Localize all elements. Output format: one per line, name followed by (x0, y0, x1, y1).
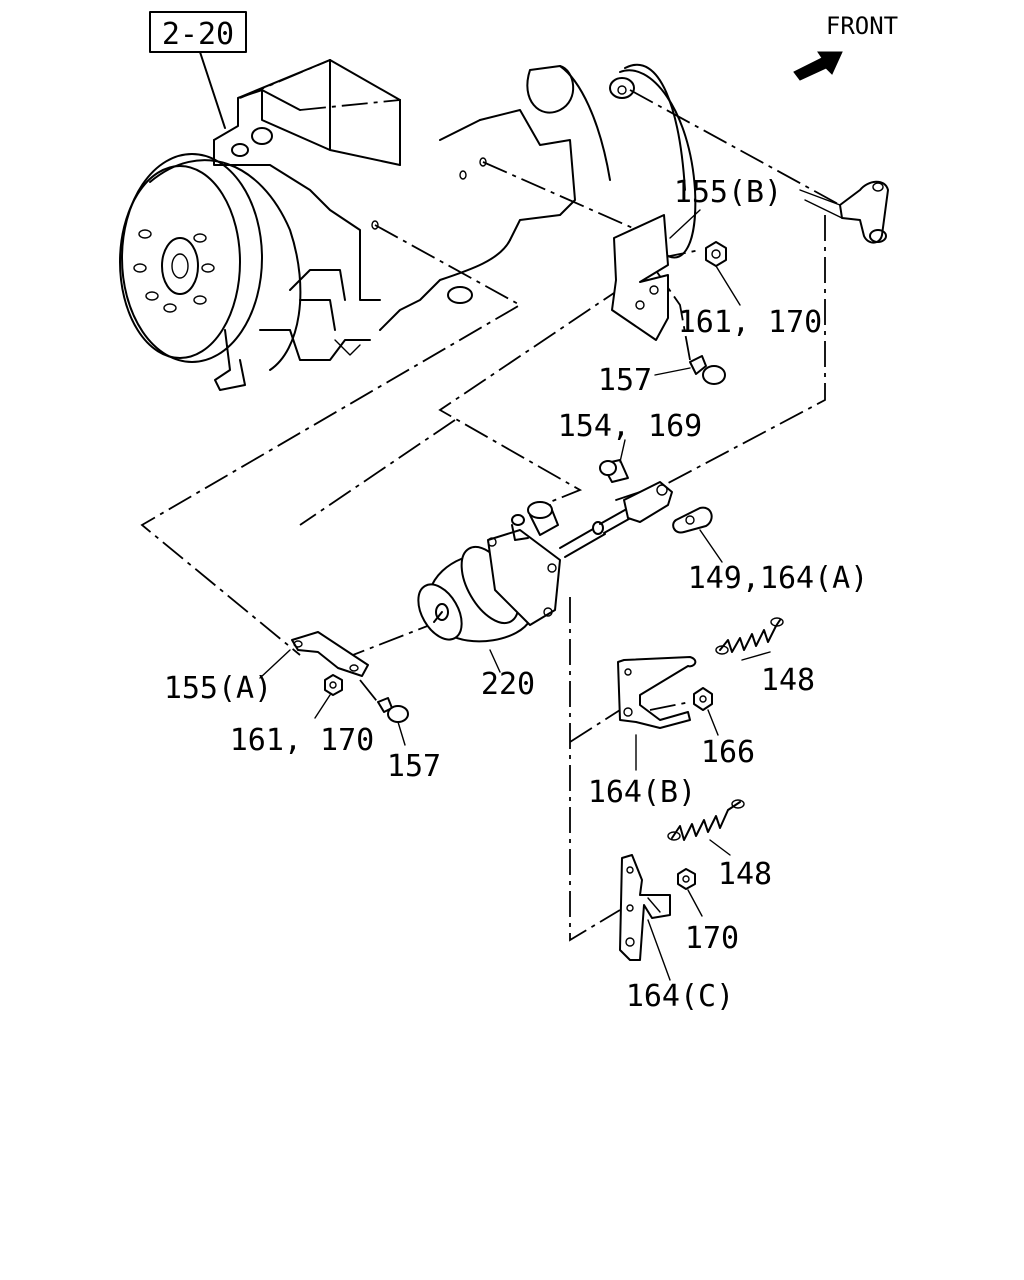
lever-arm (799, 180, 889, 244)
callout-170: 170 (685, 921, 739, 956)
reference-leader (199, 51, 226, 129)
spring-148-top (715, 617, 784, 655)
callout-166: 166 (701, 735, 755, 770)
front-arrow-icon (793, 51, 843, 81)
callout-157-top: 157 (598, 363, 652, 398)
spring-148-bottom (667, 799, 745, 841)
callout-154-169: 154, 169 (558, 409, 703, 444)
pin-154-169 (599, 459, 629, 483)
bolt-157-top (689, 355, 726, 385)
callouts: 155(B) 161, 170 157 154, 169 149,164(A) … (164, 175, 869, 1014)
callout-164b: 164(B) (588, 775, 696, 810)
bolt-157-bottom (377, 697, 409, 723)
callout-157-bottom: 157 (387, 749, 441, 784)
callout-148-top: 148 (761, 663, 815, 698)
callout-220: 220 (481, 667, 535, 702)
nut-161-170-bottom (324, 674, 343, 696)
link-149-164a (672, 506, 713, 534)
callout-155a: 155(A) (164, 671, 272, 706)
reference-code: 2-20 (162, 17, 234, 52)
bracket-155a (291, 631, 369, 677)
callout-148-bottom: 148 (718, 857, 772, 892)
brake-chamber-220 (417, 481, 673, 643)
bracket-164c (619, 854, 671, 961)
bracket-164b (617, 656, 697, 729)
front-label: FRONT (826, 12, 898, 40)
callout-161-170-top: 161, 170 (678, 305, 823, 340)
callout-161-170-bottom: 161, 170 (230, 723, 375, 758)
leader-lines (259, 209, 771, 981)
reference-box[interactable]: 2-20 (149, 11, 247, 53)
callout-155b: 155(B) (674, 175, 782, 210)
nut-161-170-top (705, 241, 727, 267)
engine-assembly (119, 59, 697, 391)
nut-166 (693, 687, 713, 711)
callout-149-164a: 149,164(A) (688, 561, 869, 596)
nut-170 (677, 868, 696, 890)
callout-164c: 164(C) (626, 979, 734, 1014)
bracket-155b (611, 214, 669, 341)
